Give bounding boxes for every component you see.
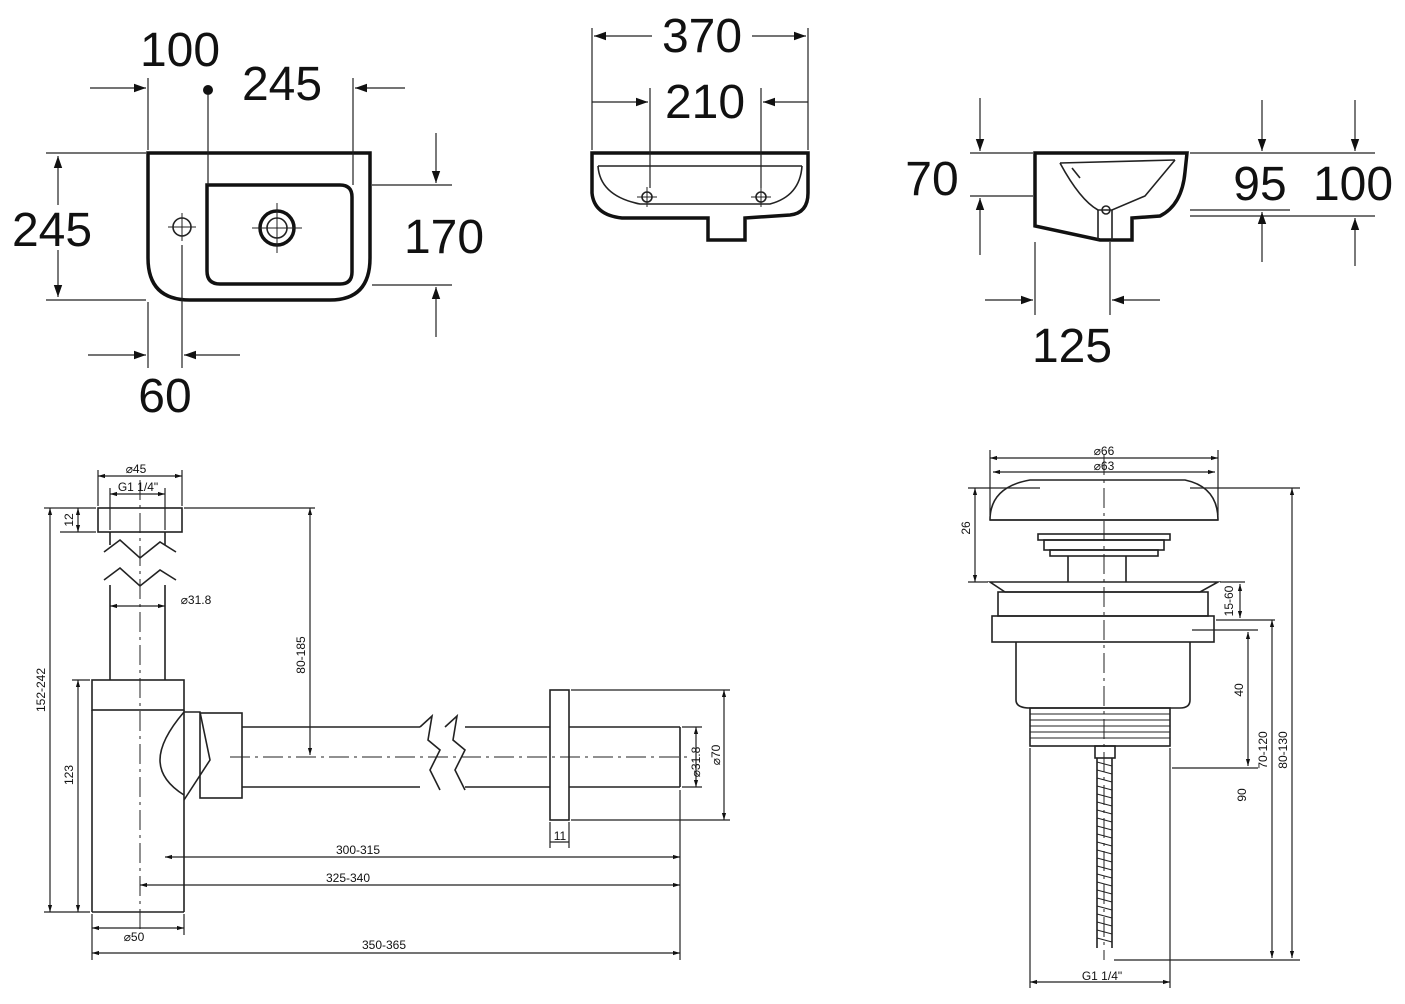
length-70-120-label: 70-120: [1256, 731, 1270, 769]
drain-valve-drawing: ⌀66 ⌀63 26 15-60 40 90 70-120 80-130 G1 …: [959, 444, 1300, 988]
basin-front-view: 370 210: [590, 10, 810, 242]
basin-top-view: 100 245 245 170 60: [12, 24, 484, 423]
body-height-label: 123: [62, 765, 76, 785]
bowl-depth-label: 170: [404, 211, 484, 264]
length-80-130-label: 80-130: [1276, 731, 1290, 769]
body-diameter-label: ⌀50: [124, 930, 145, 944]
thread-icon: [1029, 707, 1171, 747]
thread-size-label: G1 1/4": [118, 480, 158, 494]
overall-width-label: 370: [662, 10, 742, 63]
pipe-diameter-label: ⌀31.8: [689, 746, 703, 777]
top-width-label: 245: [242, 58, 322, 111]
tube-diameter-label: ⌀31.8: [181, 593, 212, 607]
reach-325-340-label: 325-340: [326, 871, 370, 885]
clamp-range-label: 15-60: [1222, 585, 1236, 616]
top-depth-label: 245: [12, 204, 92, 257]
top-width-offset-label: 100: [140, 24, 220, 77]
cap-height-label: 26: [959, 521, 973, 535]
reach-300-315-label: 300-315: [336, 843, 380, 857]
flange-diameter-label: ⌀70: [709, 744, 723, 765]
rod-length-label: 90: [1235, 788, 1249, 802]
flange-width-label: 11: [554, 829, 567, 843]
overall-length-label: 350-365: [362, 938, 406, 952]
mounting-hole-icon: [751, 187, 771, 207]
faucet-hole-icon: [168, 213, 196, 241]
hole-spacing-label: 210: [665, 76, 745, 129]
basin-side-view: 70 95 100 125: [905, 98, 1393, 373]
cap-height-label: 12: [62, 513, 76, 527]
mounting-hole-icon: [637, 187, 657, 207]
drain-offset-label: 125: [1032, 320, 1112, 373]
overall-height-label: 100: [1313, 158, 1393, 211]
thread-size-label: G1 1/4": [1082, 969, 1122, 983]
siphon-drawing: ⌀45 G1 1/4" 12 ⌀31.8 80-185 152-242 123 …: [34, 462, 730, 960]
rim-height-label: 70: [905, 153, 958, 206]
drain-hole-icon: [252, 203, 302, 253]
cap-outer-diameter-label: ⌀66: [1094, 444, 1115, 458]
bowl-height-label: 95: [1233, 158, 1286, 211]
tap-offset-label: 60: [138, 370, 191, 423]
total-height-range-label: 152-242: [34, 668, 48, 712]
tube-height-range-label: 80-185: [294, 636, 308, 674]
cap-inner-diameter-label: ⌀63: [1094, 459, 1115, 473]
outlet-diameter-label: ⌀45: [126, 462, 147, 476]
body-height-label: 40: [1232, 683, 1246, 697]
